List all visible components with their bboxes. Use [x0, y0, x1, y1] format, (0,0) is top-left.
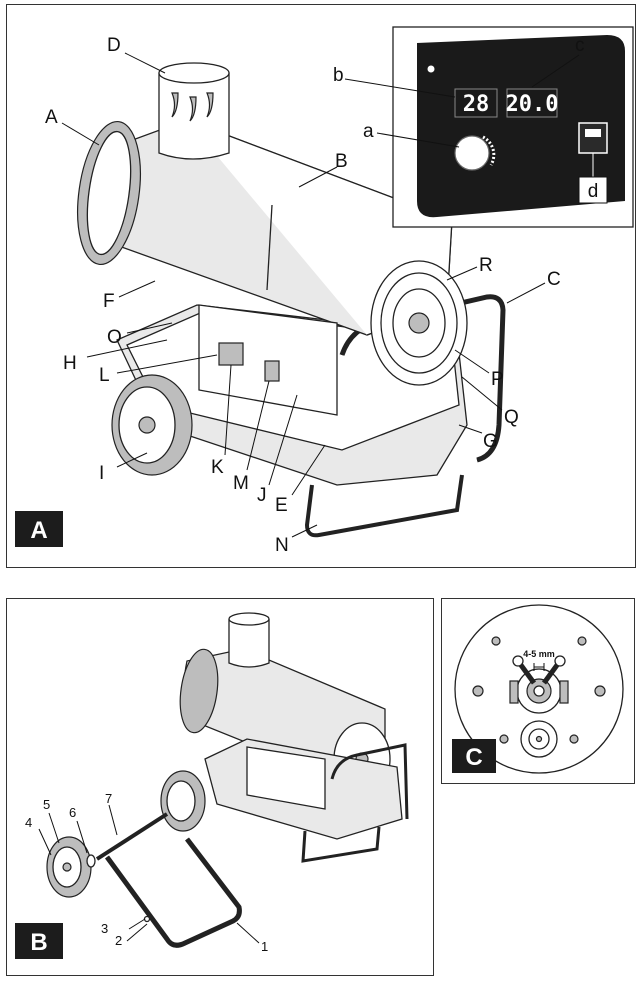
body-seam: [266, 204, 273, 291]
knob-scale: [482, 135, 496, 166]
b-rear-ring: [179, 648, 219, 734]
label-h: H: [63, 353, 77, 374]
label-2: 2: [115, 933, 122, 948]
label-1: 1: [261, 939, 268, 954]
control-box: [198, 304, 338, 416]
badge-c-text: C: [465, 744, 482, 771]
display-setpoint-value: 20.0: [506, 92, 559, 117]
label-i: I: [99, 463, 104, 484]
chimney-flame-cutouts: [171, 92, 214, 122]
trolley-frame: [104, 837, 242, 948]
b-handle-frame: [330, 743, 409, 820]
badge-b: [15, 923, 63, 959]
label-n: N: [275, 535, 289, 556]
hub-cap: [62, 862, 72, 872]
b-wheel-right-rim: [166, 780, 196, 822]
label-g: G: [483, 431, 498, 452]
fan-hub: [408, 312, 430, 334]
rear-ring-inner: [86, 130, 132, 256]
trolley-assembly-diagram: 7 6 5 4 3 2 1 B: [15, 612, 409, 959]
label-k: K: [211, 457, 224, 478]
badge-a-text: A: [30, 517, 47, 544]
label-cp-d: d: [588, 181, 599, 202]
label-cp-b: b: [333, 65, 344, 86]
label-d: D: [107, 35, 121, 56]
trolley-frame-inner: [106, 838, 241, 947]
plate-hole-left: [472, 685, 484, 697]
fan-guard-ring: [380, 272, 458, 374]
label-j: J: [257, 485, 267, 506]
b-control-box: [246, 746, 326, 810]
electrode-mount-left: [509, 680, 519, 704]
fan-guard-ring-inner: [392, 288, 446, 358]
badge-c: [452, 739, 496, 773]
label-p: P: [491, 369, 504, 390]
label-cp-c: c: [575, 35, 585, 56]
label-f: F: [103, 291, 115, 312]
display-setpoint: [506, 88, 558, 118]
label-a: A: [45, 107, 58, 128]
support-leg: [304, 474, 464, 538]
electrode-gap-diagram: 4-5 mm C: [452, 604, 624, 774]
plate-hole-top-left: [491, 636, 501, 646]
b-support-leg: [301, 826, 381, 863]
electrode-mount-right: [559, 680, 569, 704]
nozzle-tip: [533, 685, 545, 697]
b-chimney-top: [228, 612, 270, 626]
panel-b: 7 6 5 4 3 2 1 B: [6, 598, 434, 976]
control-panel-face: [417, 35, 625, 218]
badge-a: [15, 511, 63, 547]
split-pin: [143, 915, 151, 923]
axle: [95, 812, 169, 861]
label-b: B: [335, 151, 348, 172]
label-6: 6: [69, 805, 76, 820]
label-q: Q: [504, 407, 519, 428]
thermostat-knob: [454, 135, 490, 171]
electrode-right-end: [554, 655, 566, 667]
panel-a: D A B R C F O H L P Q G I K M J E N A 28…: [6, 4, 636, 568]
plate-hole-top-right: [577, 636, 587, 646]
chimney-top: [158, 62, 230, 84]
display-temperature-value: 28: [463, 92, 490, 117]
thermostat-socket-m: [264, 360, 280, 382]
plate-hole-bottom-right: [569, 734, 579, 744]
washer: [86, 854, 96, 868]
label-4: 4: [25, 815, 32, 830]
panel-screw: [427, 65, 435, 73]
heater-assembled-diagram: D A B R C F O H L P Q G I K M J E N A 28…: [15, 26, 634, 556]
label-7: 7: [105, 791, 112, 806]
display-temperature: [454, 88, 498, 118]
label-cp-a: a: [363, 121, 374, 142]
lower-fitting-center: [535, 735, 543, 743]
wheel-hub: [138, 416, 156, 434]
b-chimney: [228, 619, 270, 668]
label-o: O: [107, 327, 122, 348]
label-m: M: [233, 473, 249, 494]
power-switch-rocker: [585, 129, 601, 137]
label-3: 3: [101, 921, 108, 936]
label-c: C: [547, 269, 561, 290]
badge-b-text: B: [30, 929, 47, 956]
control-switch-k: [218, 342, 244, 366]
gap-label: 4-5 mm: [523, 649, 555, 659]
plate-hole-right: [594, 685, 606, 697]
label-d-box: [578, 176, 608, 204]
label-5: 5: [43, 797, 50, 812]
power-switch: [578, 122, 608, 154]
chimney: [158, 73, 230, 160]
panel-c: 4-5 mm C: [441, 598, 635, 784]
label-l: L: [99, 365, 110, 386]
label-e: E: [275, 495, 288, 516]
label-r: R: [479, 255, 493, 276]
plate-hole-bottom-left: [499, 734, 509, 744]
electrode-left-end: [512, 655, 524, 667]
